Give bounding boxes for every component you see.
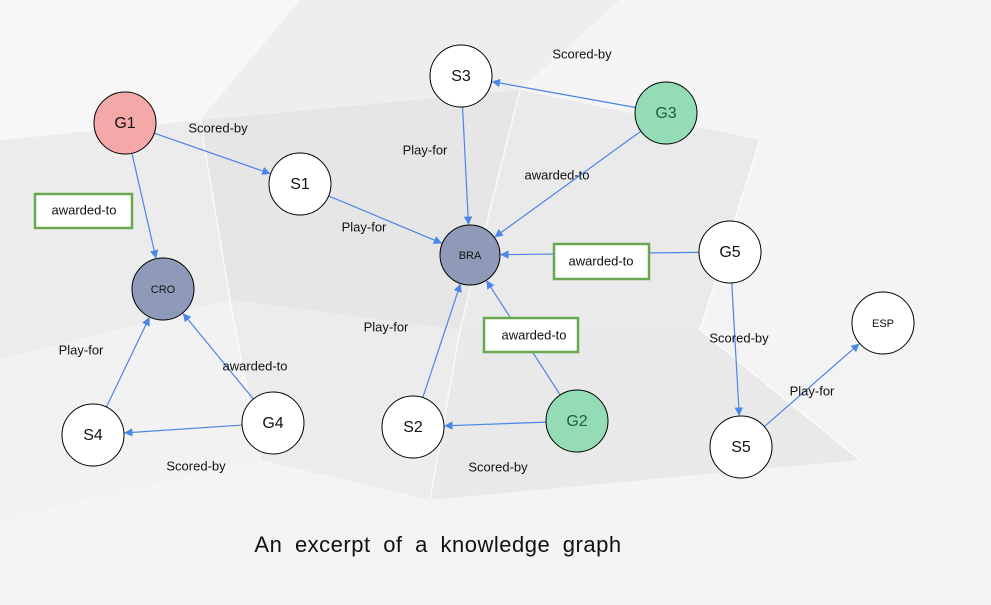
edge-label-text: Scored-by [709,330,769,345]
edge-label: Play-for [59,342,104,357]
node-circle [131,257,195,321]
edge-label-text: Play-for [403,142,448,157]
edge-g3-s3 [491,78,636,109]
edge-g1-cro [131,153,159,259]
edge-label: Play-for [342,219,387,234]
node-circle [439,224,501,286]
edge-label-text: awarded-to [222,358,287,373]
node-bra: BRA [439,224,501,286]
node-s3: S3 [429,44,493,108]
node-label: G4 [262,415,283,432]
node-circle [381,395,445,459]
edge-s2-bra [422,283,462,398]
node-label: G5 [719,244,740,261]
edge-label-text: awarded-to [524,167,589,182]
node-label: ESP [872,318,894,330]
highlighted-edge-label: awarded-to [33,192,134,230]
node-label: G2 [566,413,587,430]
node-label: CRO [151,284,176,296]
node-circle [61,403,125,467]
node-circle [429,44,493,108]
node-s2: S2 [381,395,445,459]
edge-label: Scored-by [188,120,248,135]
edge-label: Scored-by [552,46,612,61]
edge-g1-s1 [154,132,271,175]
highlighted-edge-label: awarded-to [552,242,651,281]
node-circle [268,152,332,216]
edge-label-text: Scored-by [552,46,612,61]
node-label: S5 [731,439,751,456]
edge-g4-s4 [124,424,243,437]
highlighted-edge-label: awarded-to [482,316,580,354]
node-label: S1 [290,176,310,193]
node-g1: G1 [93,91,157,155]
edge-label-text: awarded-to [51,202,116,217]
edge-s1-bra [328,195,443,245]
node-label: G3 [655,105,676,122]
edge-s3-bra [461,106,473,225]
edge-label: Play-for [790,383,835,398]
edge-label-text: Play-for [59,342,104,357]
node-label: BRA [459,250,482,262]
edge-label-text: awarded-to [568,253,633,268]
edge-g4-cro [182,313,254,400]
figure-caption: An excerpt of a knowledge graph [254,532,622,557]
edge-label-text: Scored-by [166,458,226,473]
node-label: S2 [403,419,423,436]
edge-label-text: Play-for [790,383,835,398]
edge-s5-esp [763,343,860,428]
edge-label: awarded-to [524,167,589,182]
edge-label-text: awarded-to [501,327,566,342]
node-s1: S1 [268,152,332,216]
node-label: S3 [451,68,471,85]
highlight-box [33,192,134,230]
node-g4: G4 [241,391,305,455]
edge-label-text: Play-for [342,219,387,234]
edge-label: Scored-by [709,330,769,345]
edge-label: Scored-by [468,459,528,474]
edge-label: Scored-by [166,458,226,473]
node-s4: S4 [61,403,125,467]
highlight-box [482,316,580,354]
edge-label: Play-for [364,319,409,334]
node-circle [545,389,609,453]
edge-s4-cro [105,317,150,408]
edge-label: awarded-to [222,358,287,373]
node-circle [634,81,698,145]
edge-g3-bra [494,130,642,238]
edge-label-text: Scored-by [188,120,248,135]
node-label: G1 [114,115,135,132]
node-circle [241,391,305,455]
node-g3: G3 [634,81,698,145]
node-s5: S5 [709,415,773,479]
node-cro: CRO [131,257,195,321]
node-g2: G2 [545,389,609,453]
highlight-box [552,242,651,281]
edge-g5-s5 [731,282,743,416]
node-circle [851,291,915,355]
edge-label: Play-for [403,142,448,157]
node-circle [709,415,773,479]
edge-g2-s2 [444,421,547,430]
node-esp: ESP [851,291,915,355]
edge-label-text: Scored-by [468,459,528,474]
node-g5: G5 [698,220,762,284]
node-circle [93,91,157,155]
node-circle [698,220,762,284]
node-label: S4 [83,427,103,444]
edge-label-text: Play-for [364,319,409,334]
